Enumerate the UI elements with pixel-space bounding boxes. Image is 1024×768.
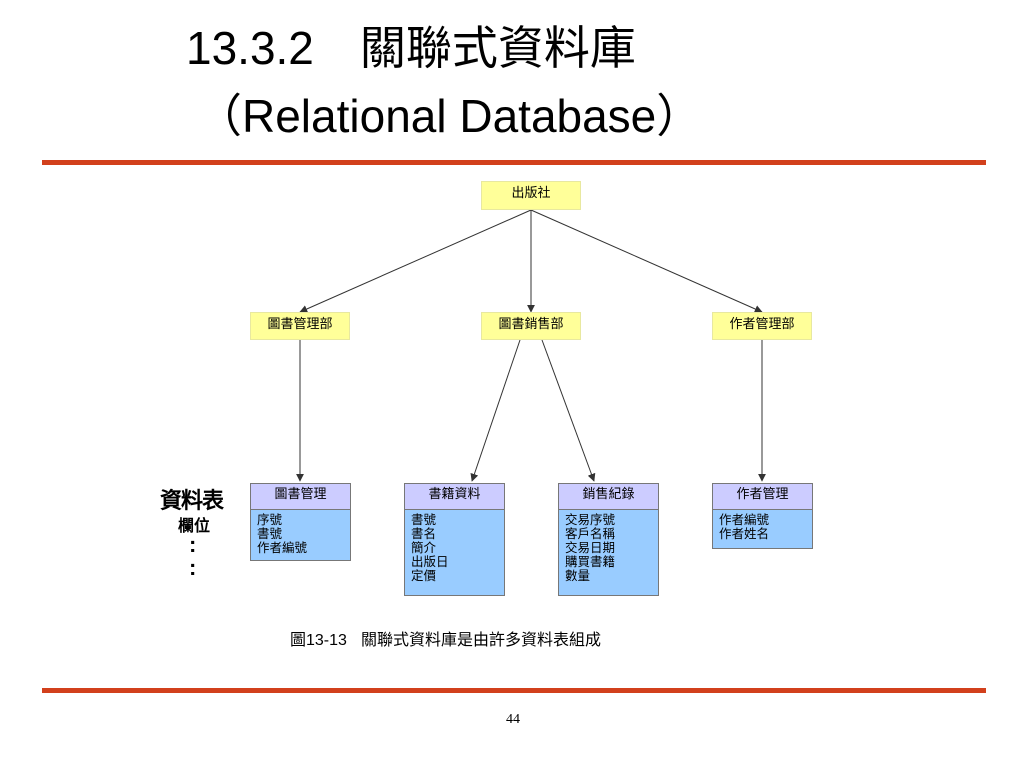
field: 簡介 xyxy=(411,540,437,555)
table-body-sales: 交易序號 客戶名稱 交易日期 購買書籍 數量 xyxy=(558,510,659,596)
edge-dept2-table3 xyxy=(541,339,596,482)
field: 作者姓名 xyxy=(719,526,770,541)
node-dept-sales: 圖書銷售部 xyxy=(481,312,581,340)
field: 交易序號 xyxy=(565,512,616,527)
page-number: 44 xyxy=(506,712,520,727)
table-body-library: 序號 書號 作者編號 xyxy=(250,510,351,561)
field: 書名 xyxy=(411,526,437,541)
field: 客戶名稱 xyxy=(565,526,616,541)
slide-title-line2: （Relational Database） xyxy=(196,90,703,142)
table-header-author: 作者管理 xyxy=(712,483,813,510)
field: 作者編號 xyxy=(257,540,308,555)
table-body-books: 書號 書名 簡介 出版日 定價 xyxy=(404,510,505,596)
field: 數量 xyxy=(565,568,591,583)
table-header-library: 圖書管理 xyxy=(250,483,351,510)
node-dept-library: 圖書管理部 xyxy=(250,312,350,340)
legend-ellipsis: : xyxy=(189,532,197,557)
edge-root-dept1 xyxy=(299,209,532,313)
field: 書號 xyxy=(257,526,283,541)
node-publisher: 出版社 xyxy=(481,181,581,210)
figure-caption: 圖13-13 關聯式資料庫是由許多資料表組成 xyxy=(290,626,601,650)
node-dept-author: 作者管理部 xyxy=(712,312,812,340)
legend-ellipsis: : xyxy=(189,555,197,580)
figure-number: 圖13-13 xyxy=(290,632,347,649)
field: 作者編號 xyxy=(719,512,770,527)
field: 購買書籍 xyxy=(565,554,616,569)
edge-dept2-table2 xyxy=(470,339,521,482)
table-header-books: 書籍資料 xyxy=(404,483,505,510)
field: 出版日 xyxy=(411,554,449,569)
table-header-sales: 銷售紀錄 xyxy=(558,483,659,510)
field: 定價 xyxy=(411,568,437,583)
field: 序號 xyxy=(257,512,283,527)
legend-table-label: 資料表 xyxy=(160,489,224,514)
field: 交易日期 xyxy=(565,540,616,555)
bottom-divider xyxy=(42,688,986,693)
slide-title-line1: 13.3.2 關聯式資料庫 xyxy=(186,22,636,74)
edge-root-dept3 xyxy=(530,209,763,313)
legend-field-label: 欄位 xyxy=(178,516,211,535)
table-body-author: 作者編號 作者姓名 xyxy=(712,510,813,549)
figure-caption-text: 關聯式資料庫是由許多資料表組成 xyxy=(360,630,601,649)
top-divider xyxy=(42,160,986,165)
field: 書號 xyxy=(411,512,437,527)
